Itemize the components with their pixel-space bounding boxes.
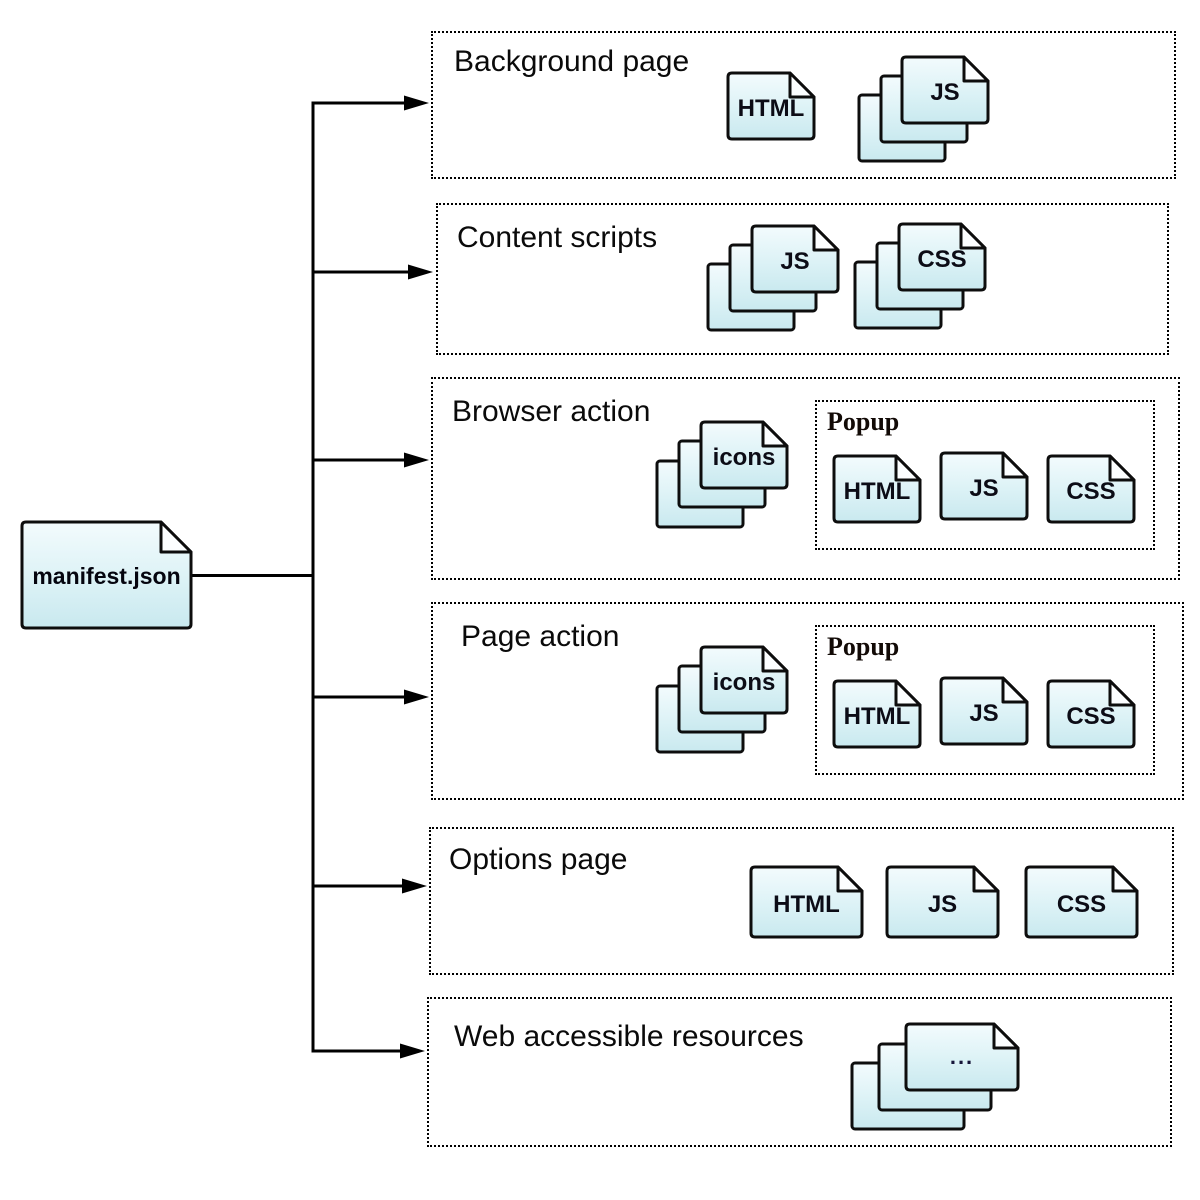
section-page-action: Page action icons Popup HTML JS CSS (431, 602, 1184, 800)
file-icon-js: JS (939, 676, 1029, 746)
file-icon-label: ... (949, 1044, 975, 1069)
popup-box: Popup HTML JS CSS (815, 400, 1155, 550)
file-icon-label: HTML (737, 94, 805, 122)
file-icon-label: HTML (773, 890, 840, 918)
section-title: Web accessible resources (454, 1020, 804, 1053)
file-icon-label: icons (712, 668, 776, 696)
file-icon-label: CSS (917, 245, 967, 273)
file-icon-html: HTML (832, 679, 922, 749)
file-icon-label: HTML (843, 477, 911, 505)
popup-title: Popup (827, 632, 900, 661)
file-icon-label: CSS (1066, 477, 1116, 505)
file-icon-js: JS (885, 865, 1000, 939)
file-icon-label: CSS (1056, 890, 1107, 918)
file-icon-css-stack: CSS (897, 222, 987, 292)
section-title: Background page (454, 45, 690, 78)
popup-box: Popup HTML JS CSS (815, 625, 1155, 775)
file-icon-label: CSS (1066, 702, 1116, 730)
section-title: Options page (449, 843, 628, 876)
popup-title: Popup (827, 407, 900, 436)
section-content-scripts: Content scripts JS CSS (436, 203, 1169, 355)
file-icon-html: HTML (749, 865, 864, 939)
file-icon-js-stack: JS (900, 55, 990, 125)
manifest-json-node: manifest.json (20, 520, 193, 630)
section-title: Content scripts (457, 221, 658, 254)
file-icon-js-stack: JS (750, 224, 840, 294)
file-icon-html: HTML (832, 454, 922, 524)
file-icon-label: HTML (843, 702, 911, 730)
section-options-page: Options page HTML JS CSS (429, 827, 1174, 975)
file-icon-resources-stack: ... (904, 1022, 1020, 1092)
file-icon-label: JS (969, 699, 999, 727)
file-icon-label: JS (780, 247, 810, 275)
file-icon-label: JS (927, 890, 958, 918)
file-icon-label: JS (969, 474, 999, 502)
file-icon-icons-stack: icons (699, 420, 789, 490)
manifest-json-label: manifest.json (32, 562, 181, 589)
file-icon-css: CSS (1046, 454, 1136, 524)
file-icon-label: JS (930, 78, 960, 106)
section-background-page: Background page HTML JS (431, 31, 1176, 179)
file-icon-icons-stack: icons (699, 645, 789, 715)
file-icon-label: icons (712, 443, 776, 471)
file-icon-js: JS (939, 451, 1029, 521)
file-icon-css: CSS (1024, 865, 1139, 939)
file-icon-html: HTML (726, 71, 816, 141)
section-title: Browser action (452, 395, 651, 428)
section-title: Page action (461, 620, 620, 653)
section-browser-action: Browser action icons Popup HTML JS CSS (431, 377, 1180, 580)
file-icon-css: CSS (1046, 679, 1136, 749)
section-web-accessible-resources: Web accessible resources ... (427, 997, 1172, 1147)
